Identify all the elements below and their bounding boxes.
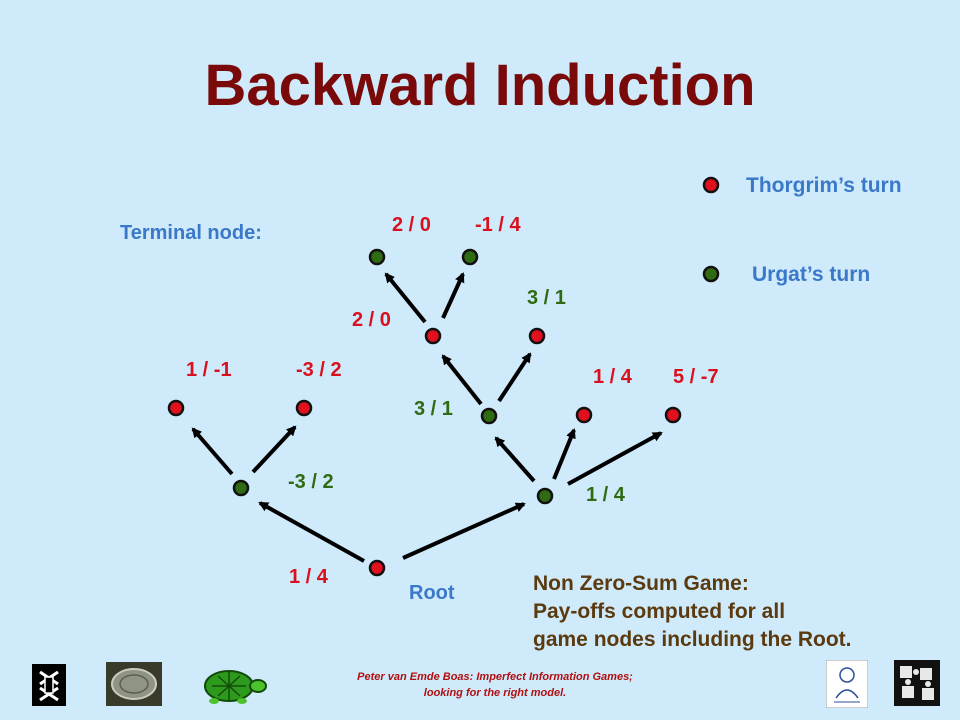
terminal-node-label: Terminal node: <box>120 222 262 244</box>
terminal-node-5 <box>295 399 313 417</box>
urgat-node-right <box>536 487 554 505</box>
edge-top-t1 <box>384 272 427 324</box>
edge-left-t5 <box>251 425 297 474</box>
edge-mid-top <box>441 354 483 406</box>
payoff-t3: 3 / 1 <box>527 287 566 309</box>
edge-mid-t3 <box>497 352 532 403</box>
thorgrim-node-top <box>424 327 442 345</box>
edge-top-t2 <box>441 272 465 319</box>
slide-title: Backward Induction <box>204 53 756 118</box>
legend-thorgrim-label: Thorgrim’s turn <box>746 174 902 197</box>
edge-right-t6 <box>552 428 576 480</box>
payoff-t6: 1 / 4 <box>593 366 632 388</box>
game-note: Non Zero-Sum Game: Pay-offs computed for… <box>533 570 852 654</box>
urgat-node-mid <box>480 407 498 425</box>
payoff-node-right: 1 / 4 <box>586 484 625 506</box>
terminal-node-6 <box>575 406 593 424</box>
edge-right-t7 <box>567 431 663 486</box>
edge-root-left <box>258 501 365 563</box>
payoff-t7: 5 / -7 <box>673 366 719 388</box>
footer-credit: Peter van Emde Boas: Imperfect Informati… <box>330 669 660 701</box>
root-node <box>368 559 386 577</box>
terminal-node-4 <box>167 399 185 417</box>
note-line-3: game nodes including the Root. <box>533 628 852 651</box>
footer-line-1: Peter van Emde Boas: Imperfect Informati… <box>357 671 633 683</box>
payoff-node-left: -3 / 2 <box>288 471 334 493</box>
note-line-1: Non Zero-Sum Game: <box>533 572 749 595</box>
coin-logo <box>106 662 162 706</box>
terminal-node-3 <box>528 327 546 345</box>
note-line-2: Pay-offs computed for all <box>533 600 786 623</box>
legend-urgat-label: Urgat’s turn <box>752 263 871 286</box>
person-cartoon-logo <box>826 660 868 708</box>
footer-line-2: looking for the right model. <box>423 687 567 699</box>
edge-right-mid <box>494 436 536 483</box>
terminal-node-1 <box>368 248 386 266</box>
payoff-t5: -3 / 2 <box>296 359 342 381</box>
payoff-node-top: 2 / 0 <box>352 309 391 331</box>
payoff-node-mid: 3 / 1 <box>414 398 453 420</box>
terminal-node-7 <box>664 406 682 424</box>
payoff-t4: 1 / -1 <box>186 359 232 381</box>
terminal-node-2 <box>461 248 479 266</box>
legend-urgat-dot <box>702 265 720 283</box>
edge-root-right <box>402 502 526 560</box>
payoff-t2: -1 / 4 <box>475 214 521 236</box>
turtle-logo <box>204 670 267 704</box>
university-seal-logo <box>32 664 66 706</box>
payoff-t1: 2 / 0 <box>392 214 431 236</box>
puzzle-pieces-logo <box>894 660 940 706</box>
legend-thorgrim-dot <box>702 176 720 194</box>
urgat-node-left <box>232 479 250 497</box>
edge-left-t4 <box>191 427 234 476</box>
payoff-root: 1 / 4 <box>289 566 328 588</box>
root-label: Root <box>409 582 455 604</box>
